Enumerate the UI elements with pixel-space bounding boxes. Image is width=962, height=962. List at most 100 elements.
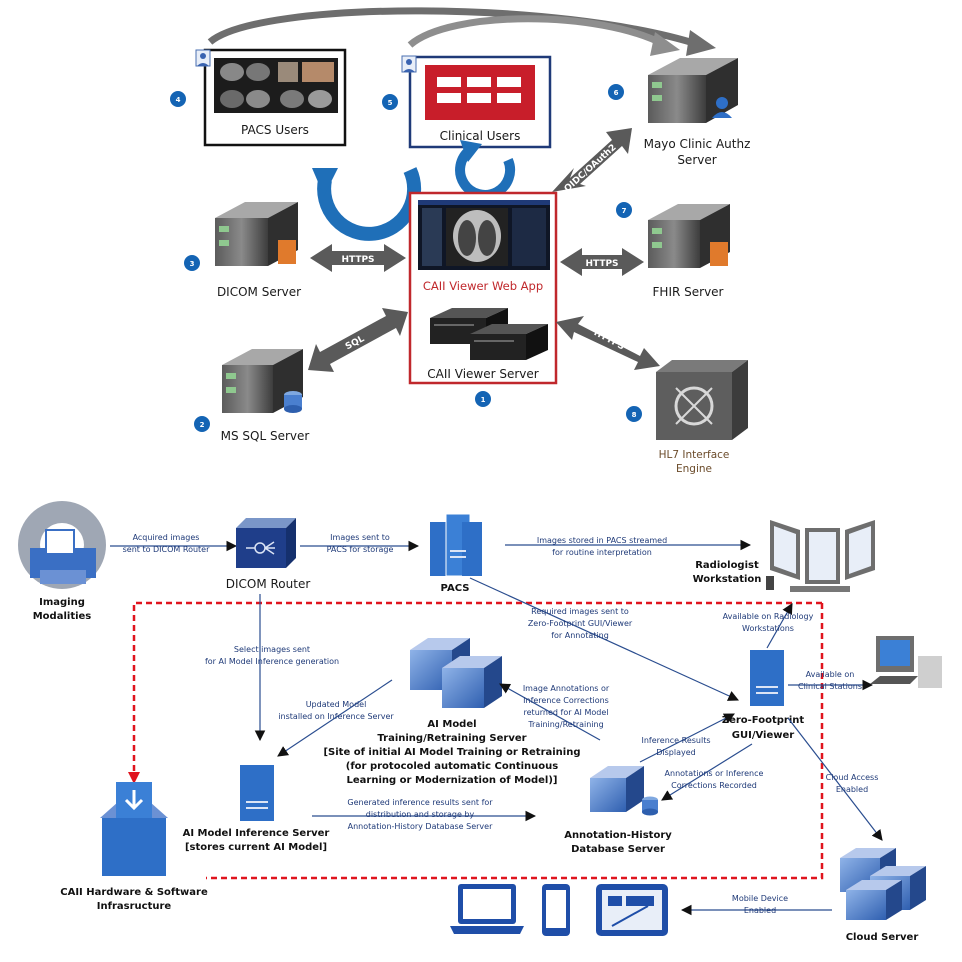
zfp-label-2: GUI/Viewer — [732, 730, 794, 741]
note-results-1: Inference Results — [641, 736, 710, 745]
infra-boundary-arrowhead — [128, 772, 140, 784]
note-cloud-2: Enabled — [836, 785, 868, 794]
caii-server-label: CAII Viewer Server — [427, 367, 539, 381]
note-mobile-2: Enabled — [744, 906, 776, 915]
badge-8-text: 8 — [632, 411, 637, 419]
user-doc-icon — [401, 55, 417, 73]
https-fhir-arrow: HTTPS — [560, 248, 644, 276]
note-recorded-1: Annotations or Inference — [665, 769, 764, 778]
note-acquired-1: Acquired images — [133, 533, 200, 542]
caii-infra-label-1: CAII Hardware & Software — [60, 887, 208, 898]
https-dicom-label: HTTPS — [341, 255, 374, 265]
badge-5 — [382, 94, 398, 110]
xray-screen-icon — [418, 200, 550, 270]
tablet-icon — [596, 884, 668, 936]
caii-infra-label-2: Infrasructure — [97, 901, 172, 912]
badge-8 — [626, 406, 642, 422]
radiologist-workstation-icon — [766, 520, 875, 592]
laptop-icon — [450, 884, 524, 934]
clinical-users-label: Clinical Users — [440, 129, 521, 143]
imaging-modalities-label-1: Imaging — [39, 597, 85, 608]
note-annot-4: Training/Retraining — [527, 720, 603, 729]
note-generated-2: distribution and storage by — [366, 810, 475, 819]
inference-label-2: [stores current AI Model] — [185, 842, 327, 853]
radiologist-label-1: Radiologist — [695, 560, 759, 571]
badge-1 — [475, 391, 491, 407]
https-fhir-label: HTTPS — [585, 259, 618, 269]
pacs-server-icon — [430, 513, 482, 577]
ai-training-label-2: Training/Retraining Server — [377, 733, 526, 744]
authz-server-icon — [648, 58, 738, 123]
note-generated-3: Annotation-History Database Server — [348, 822, 493, 831]
infra-boundary-right — [206, 603, 824, 880]
caii-web-app-label: CAII Viewer Web App — [423, 279, 543, 293]
hl7-label-2: Engine — [676, 463, 712, 475]
radiologist-label-2: Workstation — [693, 574, 762, 585]
imaging-modalities-label-2: Modalities — [33, 611, 92, 622]
flow-to-zfp-arrow — [469, 577, 739, 701]
infrastructure-box-icon — [100, 782, 168, 876]
dicom-server-label: DICOM Server — [217, 285, 301, 299]
sql-server-label: MS SQL Server — [221, 429, 310, 443]
flow-cloud-access-arrow — [787, 717, 883, 841]
note-select-2: for AI Model Inference generation — [205, 657, 339, 666]
badge-4 — [170, 91, 186, 107]
flow-updated-model-arrow — [277, 679, 393, 757]
zfp-viewer-icon — [750, 650, 784, 706]
phone-icon — [542, 884, 570, 936]
badge-3-text: 3 — [190, 260, 195, 268]
hl7-label-1: HL7 Interface — [659, 449, 730, 461]
note-avail-clin-2: Clinical Stations — [798, 682, 862, 691]
note-avail-rad-2: Workstations — [742, 624, 794, 633]
fhir-server-label: FHIR Server — [653, 285, 724, 299]
dicom-router-icon — [236, 518, 296, 568]
ct-scan-icon — [220, 62, 334, 108]
ai-training-label-3: [Site of initial AI Model Training or Re… — [323, 747, 580, 758]
flow-results-displayed-arrow — [639, 713, 735, 763]
pacs-users-box: PACS Users — [195, 48, 347, 147]
rack-servers-icon — [430, 308, 548, 360]
note-required-3: for Annotating — [551, 631, 609, 640]
note-annot-1: Image Annotations or — [523, 684, 610, 693]
note-recorded-2: Corrections Recorded — [671, 781, 757, 790]
note-stored-1: Images stored in PACS streamed — [537, 536, 667, 545]
flow-annotations-recorded-arrow — [661, 743, 753, 801]
cloud-server-label: Cloud Server — [846, 932, 919, 943]
note-sent-pacs-1: Images sent to — [330, 533, 390, 542]
badge-7-text: 7 — [622, 207, 627, 215]
dicom-router-label: DICOM Router — [226, 577, 311, 591]
note-updated-1: Updated Model — [306, 700, 367, 709]
pacs-users-label: PACS Users — [241, 123, 309, 137]
annotation-db-label-1: Annotation-History — [564, 830, 672, 841]
note-mobile-1: Mobile Device — [732, 894, 788, 903]
inference-label-1: AI Model Inference Server — [183, 828, 330, 839]
badge-3 — [184, 255, 200, 271]
mri-scanner-icon — [18, 501, 106, 589]
note-select-1: Select images sent — [234, 645, 310, 654]
badge-1-text: 1 — [481, 396, 486, 404]
flow-annotations-return-arrow — [499, 683, 601, 741]
note-required-1: Required images sent to — [531, 607, 629, 616]
badge-4-text: 4 — [176, 96, 181, 104]
badge-6 — [608, 84, 624, 100]
oidc-arrow: OIDC/OAuth2 — [552, 128, 632, 194]
pacs-label: PACS — [441, 583, 470, 594]
badge-2 — [194, 416, 210, 432]
annotation-db-label-2: Database Server — [571, 844, 665, 855]
badge-7 — [616, 202, 632, 218]
oidc-arrow-label: OIDC/OAuth2 — [563, 143, 619, 195]
ai-training-server-icon — [410, 638, 502, 708]
clinical-station-icon — [870, 636, 942, 688]
note-avail-rad-1: Available on Radiology — [723, 612, 814, 621]
infra-boundary-top — [132, 601, 822, 773]
note-avail-clin-1: Available on — [806, 670, 855, 679]
clinical-users-box: Clinical Users — [401, 55, 552, 149]
sql-server-icon — [222, 349, 303, 413]
annotation-db-icon — [590, 766, 658, 816]
top-loop-arrows — [207, 7, 716, 56]
authz-server-label-1: Mayo Clinic Authz — [644, 137, 751, 151]
ai-training-label-5: Learning or Modernization of Model)] — [347, 775, 558, 786]
note-acquired-2: sent to DICOM Router — [123, 545, 210, 554]
note-updated-2: installed on Inference Server — [278, 712, 394, 721]
